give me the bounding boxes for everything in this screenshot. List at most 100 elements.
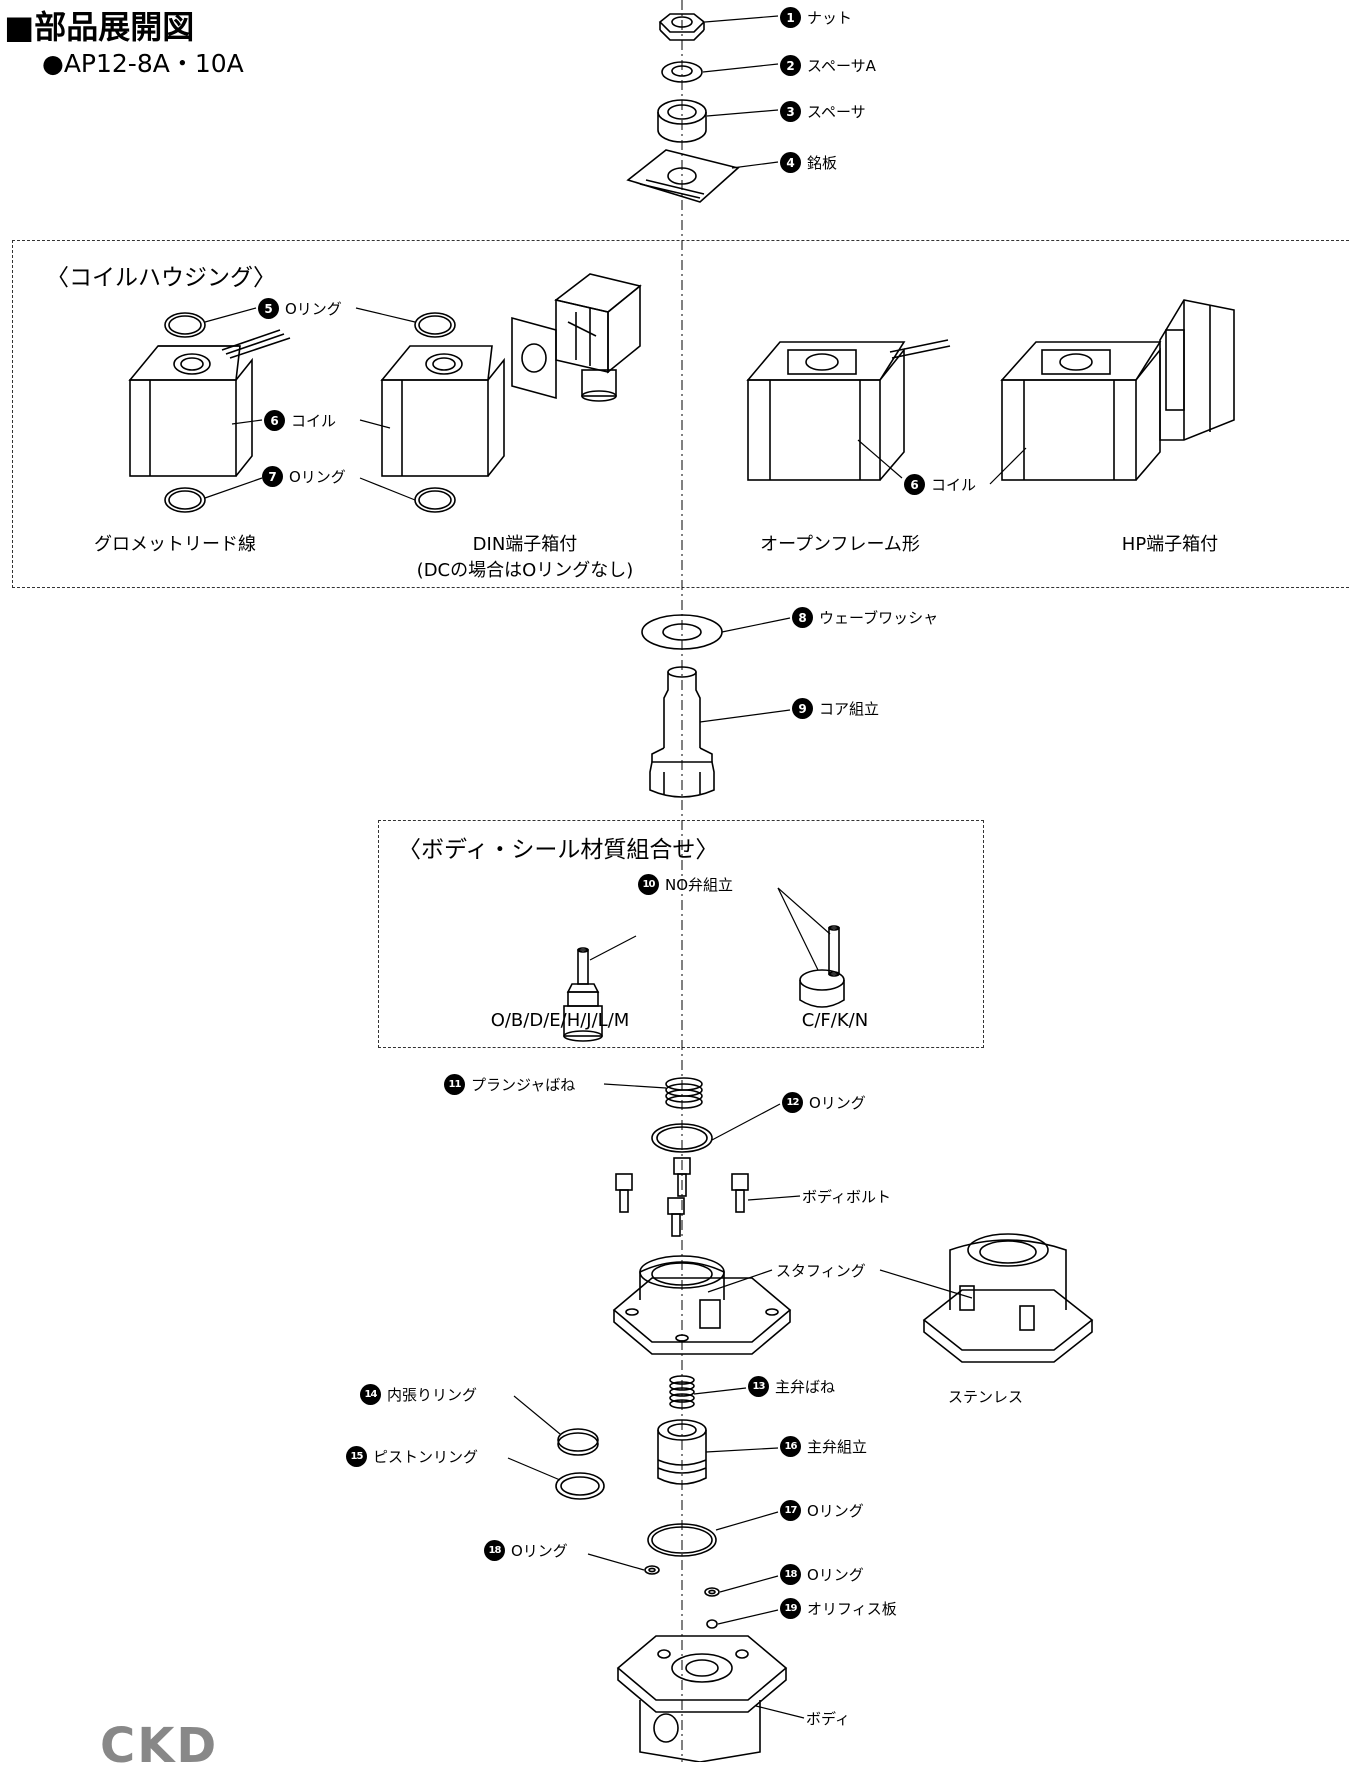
lining-ring-part	[557, 1428, 599, 1456]
part-number-badge: 19	[780, 1598, 801, 1619]
label-body: ボディ	[806, 1710, 850, 1728]
part-number-badge: 16	[780, 1436, 801, 1457]
label-o-ring-18b: 18 Oリング	[780, 1564, 864, 1585]
plunger-spring-part	[665, 1077, 703, 1109]
nameplate-part	[626, 149, 740, 203]
label-wave-washer: 8 ウェーブワッシャ	[792, 607, 938, 628]
hp-coil	[1000, 299, 1235, 481]
label-piston-ring: 15 ピストンリング	[346, 1446, 478, 1467]
part-number-badge: 13	[748, 1376, 769, 1397]
valve-body-part	[616, 1635, 788, 1762]
label-stainless: ステンレス	[948, 1388, 1024, 1406]
part-number-badge: 9	[792, 698, 813, 719]
caption-din: DIN端子箱付	[472, 534, 578, 555]
part-name: プランジャばね	[471, 1076, 576, 1094]
part-number-badge: 15	[346, 1446, 367, 1467]
label-main-valve-spring: 13 主弁ばね	[748, 1376, 835, 1397]
part-number-badge: 11	[444, 1074, 465, 1095]
label-orifice-plate: 19 オリフィス板	[780, 1598, 897, 1619]
piston-ring-part	[555, 1472, 605, 1500]
label-coil-a: 6 コイル	[264, 410, 336, 431]
label-main-valve-assembly: 16 主弁組立	[780, 1436, 867, 1457]
part-name: コア組立	[819, 700, 880, 718]
caption-material-a: O/B/D/E/H/J/L/M	[490, 1010, 630, 1031]
part-number-badge: 8	[792, 607, 813, 628]
body-bolt-3	[731, 1173, 749, 1213]
label-o-ring-7: 7 Oリング	[262, 466, 346, 487]
o-ring-12	[651, 1123, 713, 1153]
part-name: ウェーブワッシャ	[819, 609, 939, 627]
part-name: コイル	[291, 412, 337, 430]
part-name: Oリング	[285, 300, 342, 318]
part-number-badge: 6	[264, 410, 285, 431]
stainless-stuffing-part	[922, 1233, 1094, 1363]
nut-part	[658, 13, 706, 41]
label-coil-b: 6 コイル	[904, 474, 976, 495]
part-name: 銘板	[807, 154, 838, 172]
part-number-badge: 5	[258, 298, 279, 319]
part-number-badge: 10	[638, 874, 659, 895]
part-name: NO弁組立	[665, 876, 734, 894]
label-body-bolt: ボディボルト	[802, 1188, 891, 1206]
label-o-ring-12: 12 Oリング	[782, 1092, 866, 1113]
part-number-badge: 3	[780, 101, 801, 122]
coil-section-heading: 〈コイルハウジング〉	[46, 265, 276, 291]
page-title: ■部品展開図	[4, 8, 195, 46]
part-name: Oリング	[807, 1566, 864, 1584]
o-ring-18b	[704, 1587, 720, 1597]
o-ring-7a	[164, 487, 206, 513]
part-name: コイル	[931, 476, 977, 494]
caption-open-frame: オープンフレーム形	[760, 534, 920, 555]
din-connector	[554, 273, 642, 402]
part-name: Oリング	[809, 1094, 866, 1112]
label-plunger-spring: 11 プランジャばね	[444, 1074, 575, 1095]
caption-grommet: グロメットリード線	[94, 534, 256, 555]
part-number-badge: 12	[782, 1092, 803, 1113]
part-name: ピストンリング	[373, 1448, 479, 1466]
part-number-badge: 14	[360, 1384, 381, 1405]
body-bolt-2	[615, 1173, 633, 1213]
no-valve-assembly-a	[563, 947, 603, 1042]
label-o-ring-5: 5 Oリング	[258, 298, 342, 319]
body-bolt-4	[667, 1197, 685, 1237]
part-number-badge: 18	[780, 1564, 801, 1585]
o-ring-18a	[644, 1565, 660, 1575]
o-ring-5a	[164, 312, 206, 338]
label-lining-ring: 14 内張りリング	[360, 1384, 477, 1405]
label-core-assembly: 9 コア組立	[792, 698, 879, 719]
part-name: 主弁組立	[807, 1438, 868, 1456]
din-gasket	[511, 316, 557, 400]
orifice-plate-part	[706, 1619, 718, 1629]
part-number-badge: 6	[904, 474, 925, 495]
body-section-heading: 〈ボディ・シール材質組合せ〉	[398, 837, 719, 863]
part-name: オリフィス板	[807, 1600, 897, 1618]
o-ring-5b	[414, 312, 456, 338]
stuffing-part	[612, 1255, 792, 1355]
part-name: 内張りリング	[387, 1386, 478, 1404]
part-name: 主弁ばね	[775, 1378, 836, 1396]
part-number-badge: 17	[780, 1500, 801, 1521]
leader-lines	[204, 15, 1027, 1719]
open-frame-coil	[746, 339, 951, 481]
model-subtitle: ●AP12-8A・10A	[42, 49, 244, 78]
caption-din-note: (DCの場合はOリングなし)	[416, 560, 634, 581]
body-bolt-1	[673, 1157, 691, 1197]
part-name: スペーサA	[807, 57, 876, 75]
part-number-badge: 18	[484, 1540, 505, 1561]
caption-material-b: C/F/K/N	[801, 1010, 869, 1031]
din-coil	[380, 345, 505, 477]
body-seal-box	[378, 820, 984, 1048]
brand-logo: CKD	[100, 1718, 219, 1774]
core-assembly-part	[649, 666, 715, 798]
part-number-badge: 7	[262, 466, 283, 487]
part-name: ナット	[807, 9, 853, 27]
spacer-part	[657, 99, 707, 143]
part-name: Oリング	[289, 468, 346, 486]
no-valve-assembly-b	[799, 925, 845, 1008]
caption-hp: HP端子箱付	[1121, 534, 1219, 555]
